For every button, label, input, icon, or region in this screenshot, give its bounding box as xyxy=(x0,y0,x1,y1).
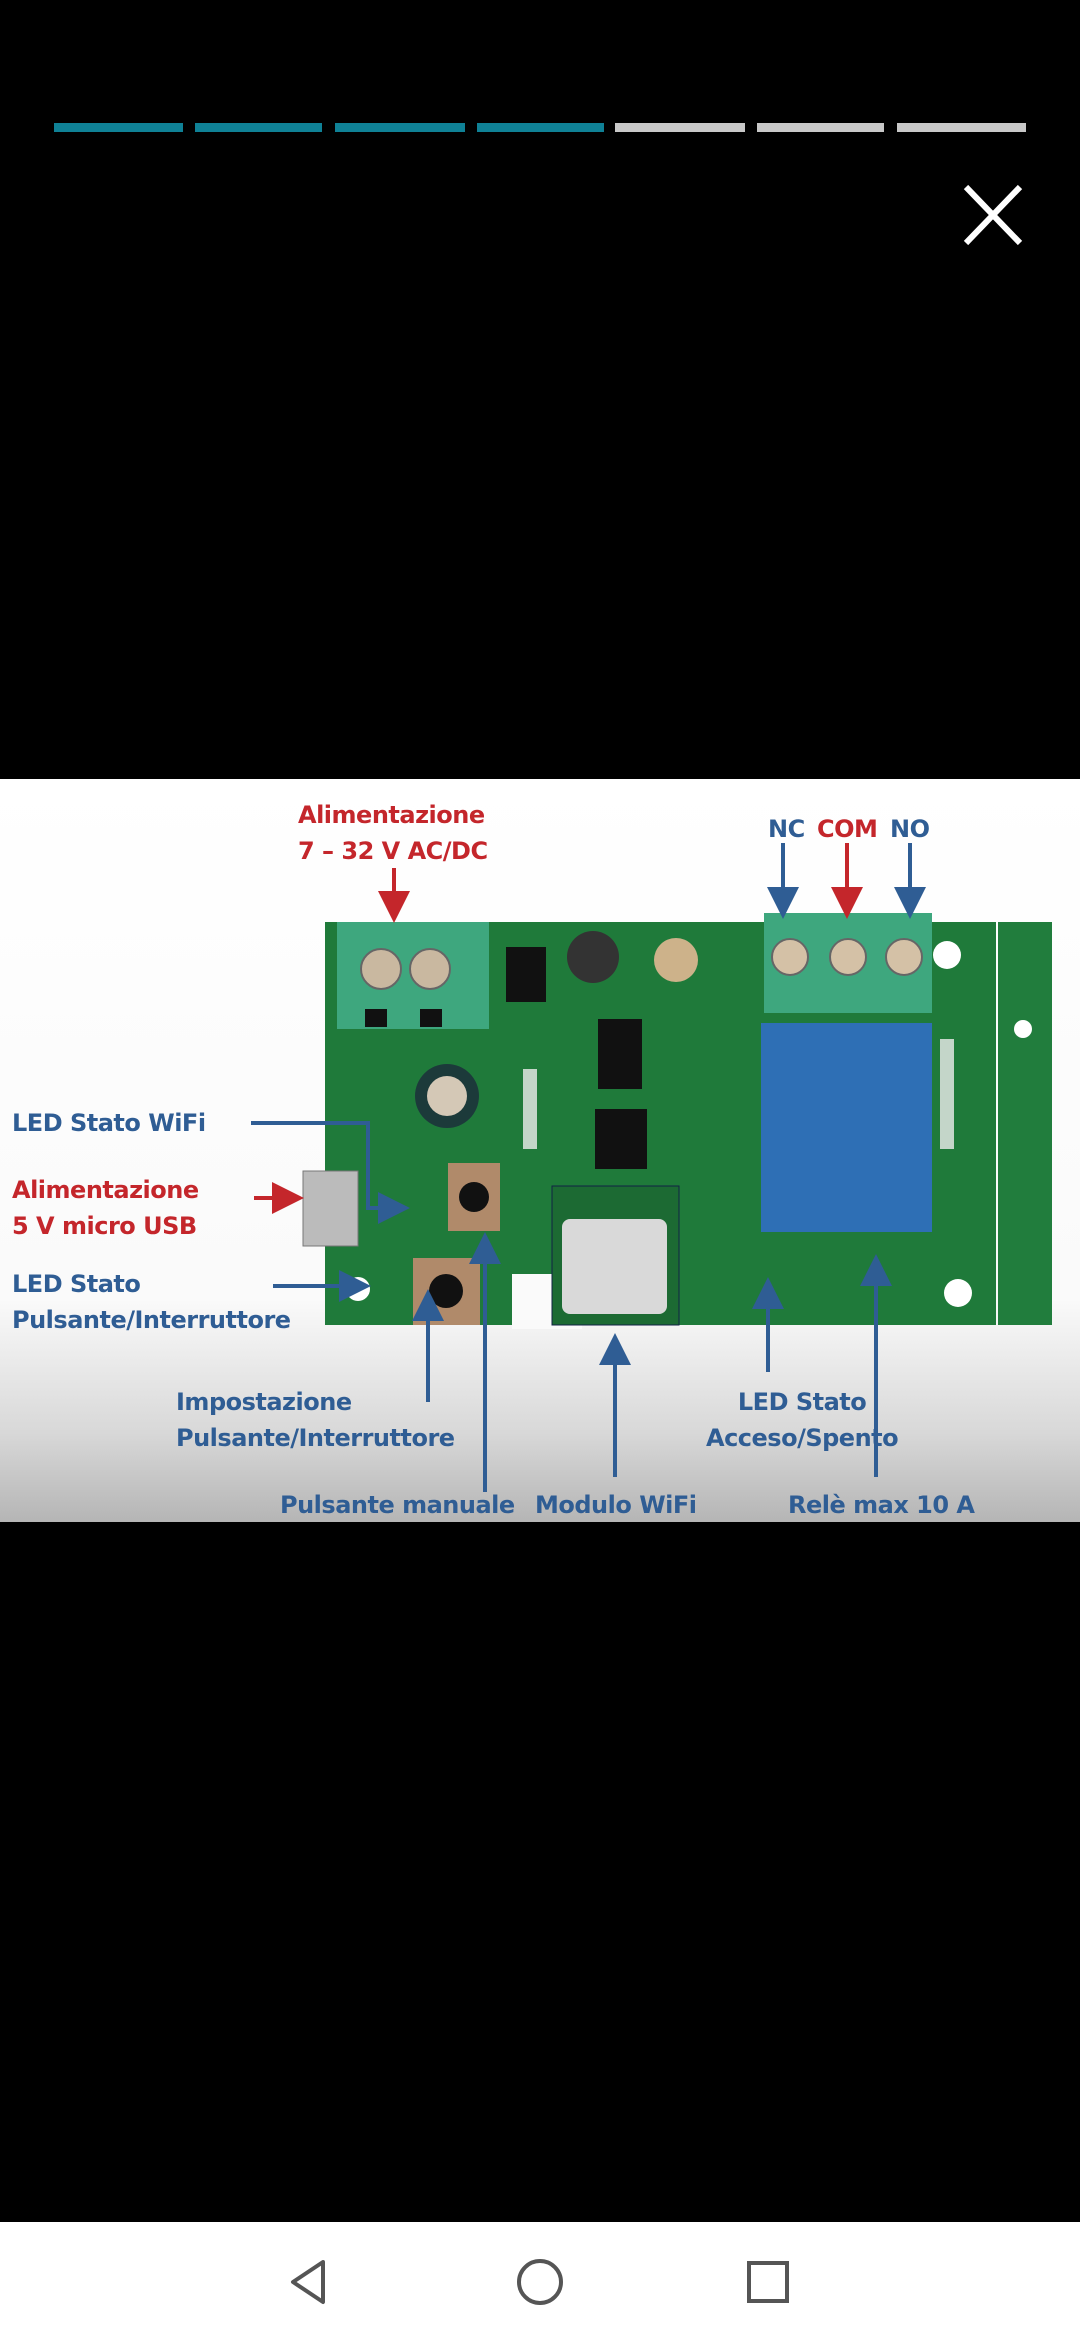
nc-label: NC xyxy=(768,815,805,843)
relay-terminal-block xyxy=(764,913,932,1013)
label-line: Impostazione xyxy=(176,1388,352,1416)
progress-segment-2 xyxy=(195,123,322,132)
label-line: LED Stato xyxy=(12,1270,141,1298)
micro-usb-port xyxy=(302,1170,359,1247)
com-label: COM xyxy=(817,815,878,843)
usb-power-label: Alimentazione 5 V micro USB xyxy=(12,1176,199,1240)
power-terminal-block xyxy=(337,922,489,1029)
home-icon xyxy=(517,2259,563,2305)
progress-segment-3 xyxy=(335,123,465,132)
progress-segment-1 xyxy=(54,123,183,132)
home-button[interactable] xyxy=(512,2254,568,2310)
progress-segment-6 xyxy=(757,123,884,132)
wifi-module-label: Modulo WiFi xyxy=(535,1491,697,1519)
back-icon xyxy=(291,2260,325,2304)
relay-board-illustration xyxy=(251,843,1052,1492)
story-image: Alimentazione 7 – 32 V AC/DC NC COM NO L… xyxy=(0,779,1080,1522)
close-button[interactable] xyxy=(960,183,1026,247)
manual-button-label: Pulsante manuale xyxy=(280,1491,515,1519)
led-button-label: LED Stato Pulsante/Interruttore xyxy=(12,1270,291,1334)
label-line: Pulsante/Interruttore xyxy=(176,1424,455,1452)
system-navigation-bar xyxy=(0,2222,1080,2340)
callout-arrows xyxy=(251,843,926,1492)
label-line: Alimentazione xyxy=(298,801,485,829)
back-button[interactable] xyxy=(281,2254,337,2310)
relay-label: Relè max 10 A xyxy=(788,1491,975,1519)
label-line: 5 V micro USB xyxy=(12,1212,197,1240)
label-line: Alimentazione xyxy=(12,1176,199,1204)
close-icon xyxy=(963,184,1023,246)
label-line: 7 – 32 V AC/DC xyxy=(298,837,488,865)
power-input-label: Alimentazione 7 – 32 V AC/DC xyxy=(298,801,488,865)
label-line: Acceso/Spento xyxy=(706,1424,899,1452)
setting-button-component xyxy=(413,1258,480,1325)
progress-segment-4 xyxy=(477,123,604,132)
relay-component xyxy=(761,1023,932,1232)
manual-button-component xyxy=(448,1163,500,1231)
led-onoff-label: LED Stato Acceso/Spento xyxy=(706,1388,899,1452)
recents-button[interactable] xyxy=(740,2254,796,2310)
label-line: LED Stato xyxy=(737,1388,867,1416)
progress-segment-7 xyxy=(897,123,1026,132)
pcb-antenna-strip xyxy=(998,922,1052,1325)
setting-label: Impostazione Pulsante/Interruttore xyxy=(176,1388,455,1452)
no-label: NO xyxy=(890,815,930,843)
recents-icon xyxy=(747,2261,789,2303)
led-wifi-label: LED Stato WiFi xyxy=(12,1109,206,1137)
progress-segment-5 xyxy=(615,123,745,132)
label-line: Pulsante/Interruttore xyxy=(12,1306,291,1334)
